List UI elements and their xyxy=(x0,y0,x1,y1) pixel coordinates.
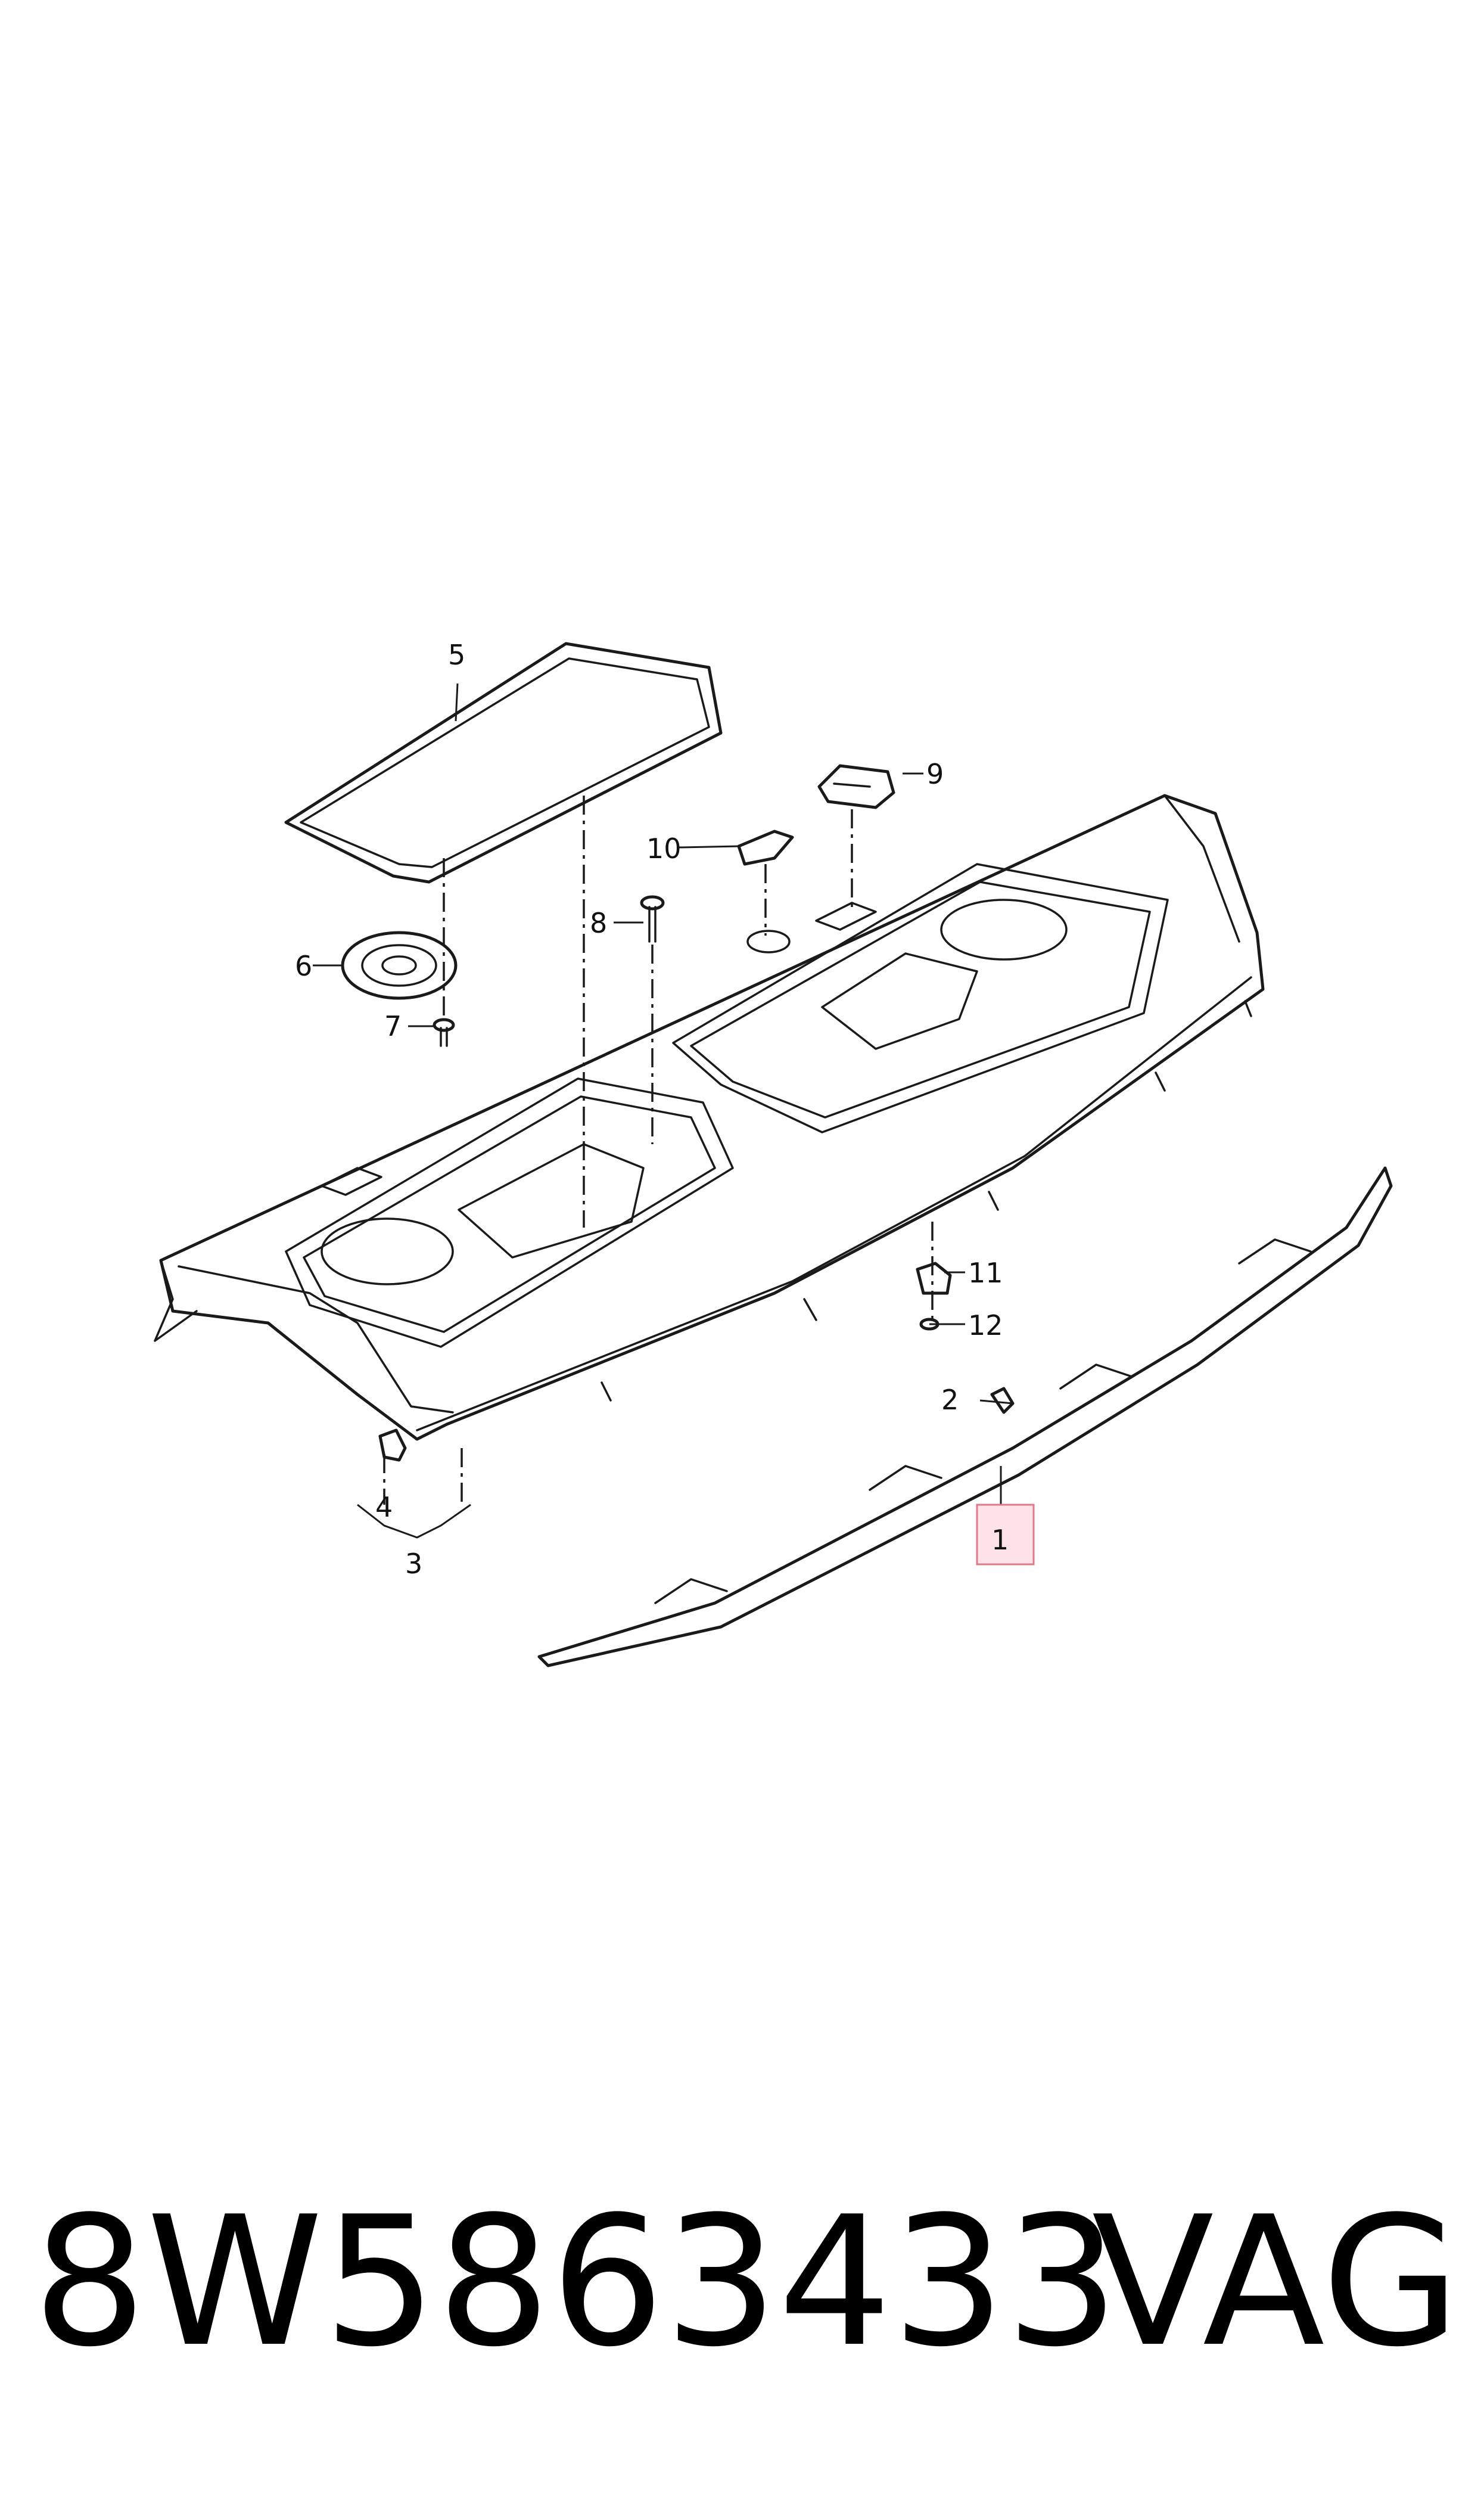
bracket-9 xyxy=(817,764,895,809)
clip-2 xyxy=(990,1387,1015,1414)
screw-8 xyxy=(640,895,665,943)
callout-6[interactable]: 6 xyxy=(295,950,312,982)
callout-9[interactable]: 9 xyxy=(926,758,944,790)
clip-4 xyxy=(378,1428,407,1462)
part-number: 8W5863433 xyxy=(33,2178,1119,2386)
callout-3[interactable]: 3 xyxy=(405,1548,422,1580)
clip-11 xyxy=(916,1262,952,1295)
parcel-shelf xyxy=(154,794,1265,1441)
callout-11[interactable]: 11 xyxy=(968,1257,1003,1289)
screw-7 xyxy=(433,1018,455,1047)
callout-5[interactable]: 5 xyxy=(448,639,465,671)
callout-10[interactable]: 10 xyxy=(646,833,682,865)
callout-7[interactable]: 7 xyxy=(384,1010,402,1042)
brand-label: VAG xyxy=(1091,2178,1460,2386)
callout-8[interactable]: 8 xyxy=(590,907,607,939)
loudspeaker xyxy=(341,931,458,1000)
callout-highlight xyxy=(976,1504,1035,1566)
callout-4[interactable]: 4 xyxy=(375,1491,393,1523)
callout-1[interactable]: 1 xyxy=(991,1524,1009,1556)
leader-lines xyxy=(313,683,1013,1539)
trim-rail xyxy=(537,1166,1393,1667)
callout-2[interactable]: 2 xyxy=(941,1384,959,1416)
cap-10 xyxy=(737,830,794,866)
cover-panel xyxy=(284,642,723,884)
callout-12[interactable]: 12 xyxy=(968,1309,1003,1341)
